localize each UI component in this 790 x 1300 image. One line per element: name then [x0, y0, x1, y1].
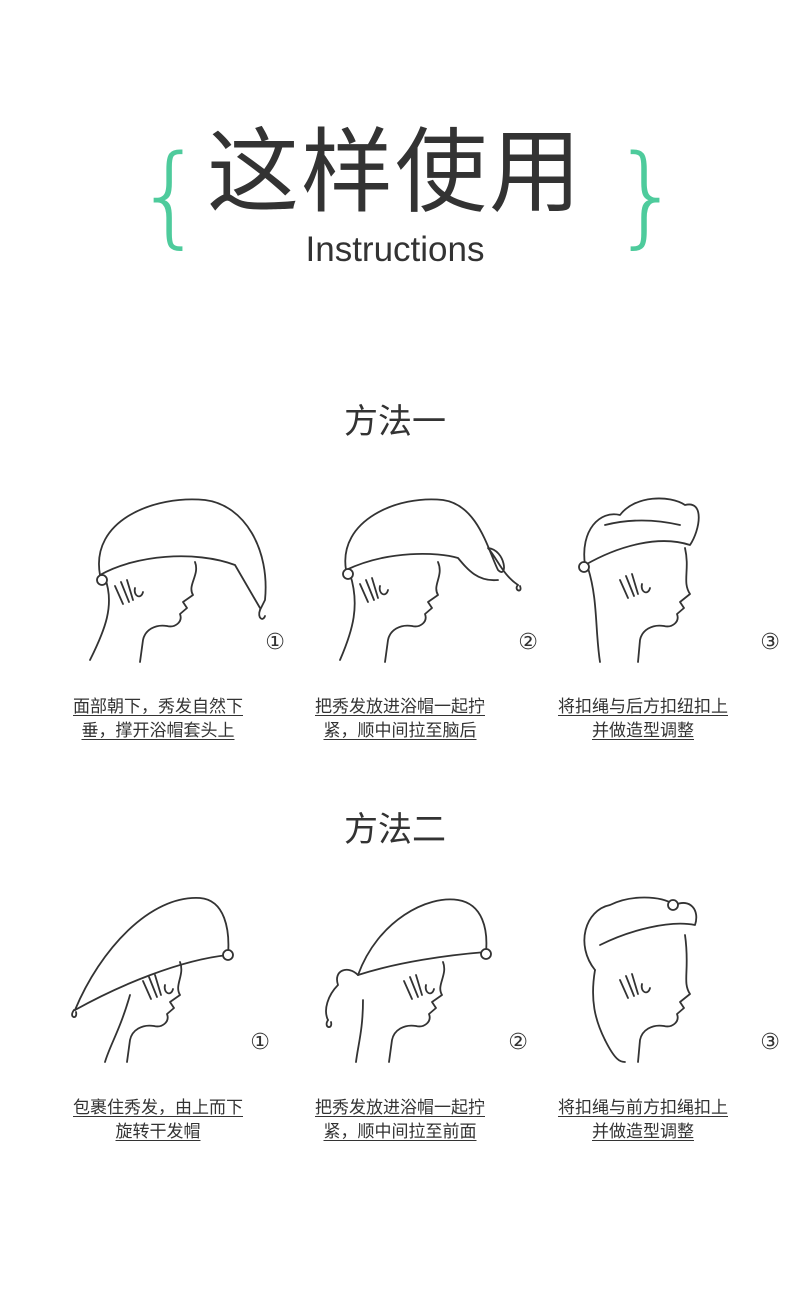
caption-m1-s2: 把秀发放进浴帽一起拧紧，顺中间拉至脑后 [315, 697, 485, 741]
illustration-m2-s2: ② [318, 890, 538, 1065]
step-number: ③ [760, 630, 780, 655]
method-1-title: 方法一 [344, 402, 446, 442]
caption-m2-s2: 把秀发放进浴帽一起拧紧，顺中间拉至前面 [315, 1098, 485, 1142]
right-brace: } [612, 131, 682, 259]
caption-m2-s3: 将扣绳与前方扣绳扣上并做造型调整 [558, 1098, 728, 1142]
caption-m1-s1: 面部朝下，秀发自然下垂，撑开浴帽套头上 [73, 697, 243, 741]
illustration-m1-s2: ② [328, 490, 548, 665]
caption-m2-s1: 包裹住秀发，由上而下旋转干发帽 [73, 1098, 243, 1142]
step-number: ③ [760, 1030, 780, 1055]
caption-m1-s3: 将扣绳与后方扣纽扣上并做造型调整 [558, 697, 728, 741]
step-number: ① [250, 1030, 270, 1055]
illustration-m2-s3: ③ [570, 890, 790, 1065]
illustration-m2-s1: ① [60, 890, 280, 1065]
step-number: ① [265, 630, 285, 655]
illustration-m1-s3: ③ [570, 490, 790, 665]
method-2-title: 方法二 [344, 810, 446, 850]
head-towel-drawing [89, 498, 267, 663]
step-number: ② [518, 630, 538, 655]
page-title: 这样使用 [206, 119, 583, 226]
page-subtitle: Instructions [305, 230, 485, 269]
step-number: ② [508, 1030, 528, 1055]
illustration-m1-s1: ① [75, 490, 295, 665]
left-brace: { [135, 131, 205, 259]
